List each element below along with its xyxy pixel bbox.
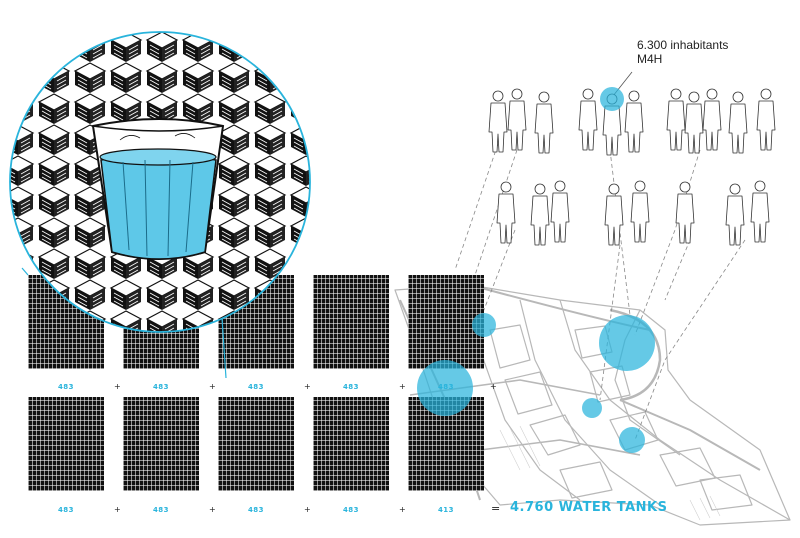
tank-block: [408, 275, 484, 369]
plus-sign: +: [209, 505, 216, 514]
tank-count-label: 483: [437, 383, 455, 391]
tank-block: [313, 397, 389, 491]
equals-sign: =: [491, 502, 501, 515]
tank-count-label: 413: [437, 506, 455, 514]
plus-sign: +: [399, 382, 406, 391]
tank-count-label: 483: [342, 383, 360, 391]
consumption-circle: [417, 360, 473, 416]
tank-count-label: 483: [247, 506, 265, 514]
consumption-circle: [582, 398, 602, 418]
plus-sign: +: [304, 505, 311, 514]
tank-block: [408, 397, 484, 491]
total-water-tanks: 4.760 WATER TANKS: [510, 500, 668, 515]
consumption-circle: [599, 315, 655, 371]
tank-block: [313, 275, 389, 369]
tank-count-label: 483: [152, 383, 170, 391]
glass-of-water-icon: [91, 118, 225, 260]
plus-sign: +: [114, 382, 121, 391]
consumption-circle: [600, 87, 624, 111]
tank-block: [28, 397, 104, 491]
plus-sign: +: [209, 382, 216, 391]
plus-sign: +: [114, 505, 121, 514]
plus-sign: +: [304, 382, 311, 391]
tank-count-label: 483: [247, 383, 265, 391]
tank-block: [218, 397, 294, 491]
plus-sign: +: [399, 505, 406, 514]
district-name: M4H: [637, 52, 663, 66]
tank-block: [123, 397, 199, 491]
tank-count-label: 483: [57, 383, 75, 391]
consumption-circle: [472, 313, 496, 337]
tank-count-label: 483: [57, 506, 75, 514]
tank-count-label: 483: [342, 506, 360, 514]
inhabitants-count: 6.300 inhabitants: [637, 38, 729, 52]
tank-count-label: 483: [152, 506, 170, 514]
inhabitants-annotation: 6.300 inhabitants M4H: [637, 38, 728, 66]
consumption-circle: [619, 427, 645, 453]
plus-sign: +: [490, 382, 497, 391]
